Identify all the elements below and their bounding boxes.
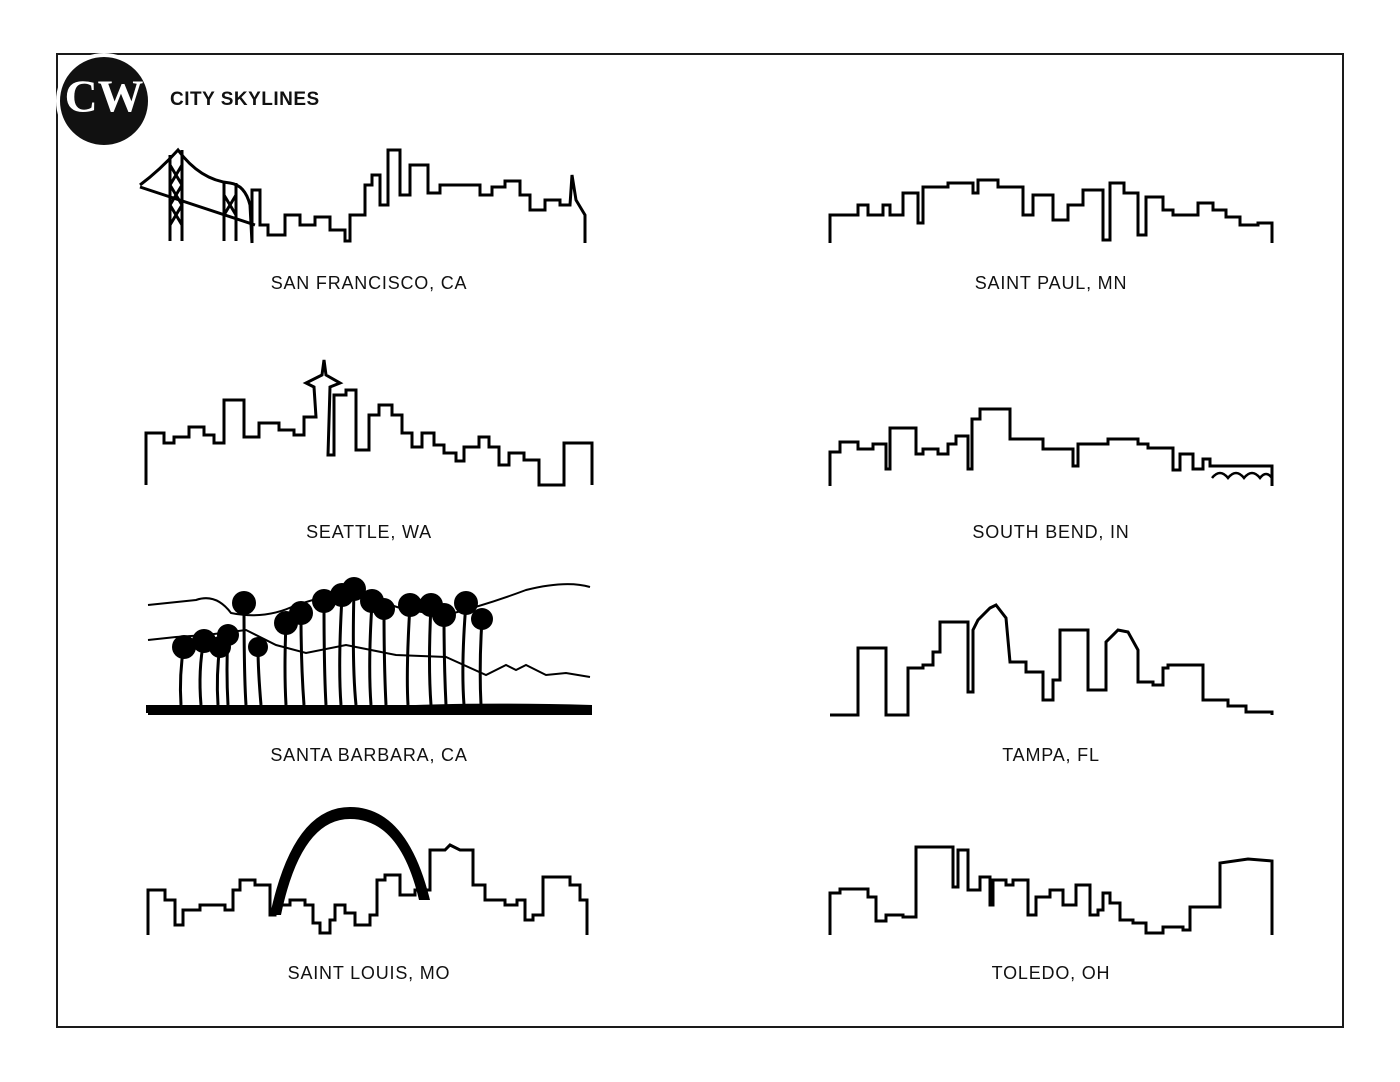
caption-toledo: TOLEDO, OH (991, 963, 1111, 983)
south-bend-skyline-icon (828, 407, 1274, 486)
toledo-skyline-icon (828, 845, 1274, 935)
cw-logo: CW (56, 53, 152, 149)
saint-paul-skyline-icon (828, 178, 1274, 243)
logo-monogram-icon: CW (65, 71, 144, 122)
svg-text:CW: CW (65, 71, 144, 122)
caption-saint-paul: SAINT PAUL, MN (974, 273, 1128, 293)
tampa-skyline-icon (830, 603, 1274, 717)
caption-santa-barbara: SANTA BARBARA, CA (270, 745, 468, 765)
page-frame (56, 53, 1344, 1028)
san-francisco-skyline-icon (139, 147, 587, 244)
caption-saint-louis: SAINT LOUIS, MO (287, 963, 451, 983)
saint-louis-skyline-icon (146, 807, 589, 935)
caption-seattle: SEATTLE, WA (306, 522, 432, 542)
caption-south-bend: SOUTH BEND, IN (972, 522, 1130, 542)
santa-barbara-skyline-icon (146, 577, 592, 715)
page-title: CITY SKYLINES (170, 89, 320, 110)
caption-san-francisco: SAN FRANCISCO, CA (270, 273, 468, 293)
caption-tampa: TAMPA, FL (1002, 745, 1100, 765)
seattle-skyline-icon (144, 359, 594, 487)
